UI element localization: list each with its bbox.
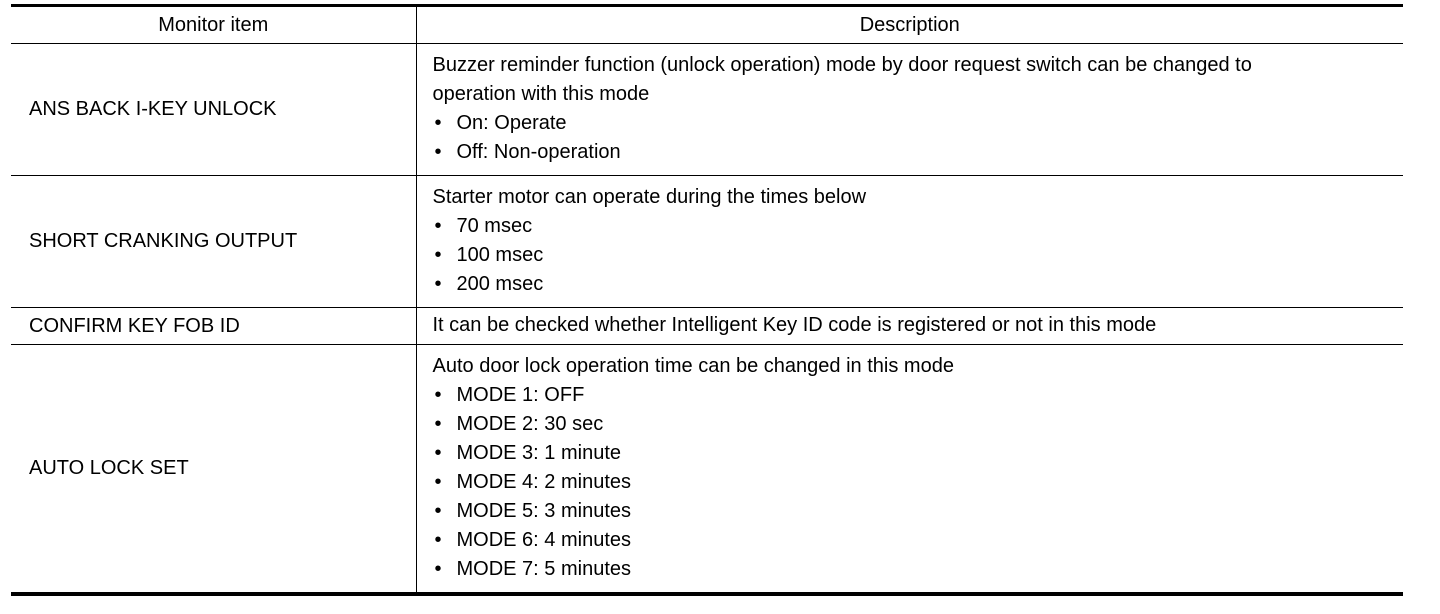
bullet-icon: • <box>434 215 442 237</box>
list-item: • MODE 2: 30 sec <box>433 410 1394 439</box>
bullet-icon: • <box>434 384 442 406</box>
list-item-text: MODE 7: 5 minutes <box>456 558 632 580</box>
description-text: It can be checked whether Intelligent Ke… <box>432 314 1157 336</box>
description-text: operation with this mode <box>432 83 650 105</box>
list-item: • MODE 3: 1 minute <box>433 439 1394 468</box>
list-item: • 70 msec <box>433 212 1394 241</box>
bullet-list: • 70 msec • 100 msec • 200 msec <box>433 212 1394 299</box>
list-item-text: On: Operate <box>456 112 567 134</box>
bullet-icon: • <box>434 141 442 163</box>
list-item-text: MODE 4: 2 minutes <box>456 471 632 493</box>
bullet-list: • MODE 1: OFF • MODE 2: 30 sec • MODE 3: 1 … <box>433 381 1394 584</box>
list-item-text: MODE 6: 4 minutes <box>456 529 632 551</box>
table-row: CONFIRM KEY FOB ID It can be checked whe… <box>11 307 1403 345</box>
description-text: Auto door lock operation time can be cha… <box>432 355 954 377</box>
list-item: • Off: Non-operation <box>433 138 1394 167</box>
list-item: • MODE 4: 2 minutes <box>433 468 1394 497</box>
bullet-icon: • <box>434 244 442 266</box>
table-row: SHORT CRANKING OUTPUT Starter motor can … <box>11 175 1403 308</box>
bullet-icon: • <box>434 500 442 522</box>
description-cell: Buzzer reminder function (unlock operati… <box>416 44 1403 176</box>
monitor-item-cell: SHORT CRANKING OUTPUT <box>11 175 417 308</box>
column-header-description: Description <box>859 13 960 36</box>
list-item: • On: Operate <box>433 109 1394 138</box>
bullet-icon: • <box>434 112 442 134</box>
bullet-list: • On: Operate • Off: Non-operation <box>433 109 1394 167</box>
list-item-text: Off: Non-operation <box>456 141 621 163</box>
description-cell: Auto door lock operation time can be cha… <box>416 345 1403 595</box>
table-row: ANS BACK I-KEY UNLOCK Buzzer reminder fu… <box>11 43 1403 176</box>
bullet-icon: • <box>434 471 442 493</box>
list-item-text: MODE 5: 3 minutes <box>456 500 632 522</box>
table-body: ANS BACK I-KEY UNLOCK Buzzer reminder fu… <box>11 43 1403 595</box>
list-item-text: MODE 3: 1 minute <box>456 442 622 464</box>
bullet-icon: • <box>434 413 442 435</box>
list-item: • 100 msec <box>433 241 1394 270</box>
list-item: • MODE 1: OFF <box>433 381 1394 410</box>
list-item: • 200 msec <box>433 270 1394 299</box>
column-header-monitor-item: Monitor item <box>11 5 417 44</box>
header-row: Monitor item Description <box>11 5 1403 44</box>
list-item-text: 70 msec <box>456 215 533 237</box>
description-text: Starter motor can operate during the tim… <box>432 186 867 208</box>
monitor-item-table-container: Monitor item Description ANS BACK I-KEY … <box>11 4 1403 596</box>
table-row: AUTO LOCK SET Auto door lock operation t… <box>11 344 1403 595</box>
bullet-icon: • <box>434 529 442 551</box>
list-item: • MODE 7: 5 minutes <box>433 555 1394 584</box>
monitor-item-table: Monitor item Description ANS BACK I-KEY … <box>11 4 1403 596</box>
list-item-text: 100 msec <box>456 244 544 266</box>
bullet-icon: • <box>434 273 442 295</box>
table-header: Monitor item Description <box>11 5 1403 44</box>
monitor-item-cell: AUTO LOCK SET <box>11 344 417 594</box>
bullet-icon: • <box>434 558 442 580</box>
monitor-item-cell: ANS BACK I-KEY UNLOCK <box>11 43 417 176</box>
bullet-icon: • <box>434 442 442 464</box>
description-cell: Starter motor can operate during the tim… <box>416 176 1403 308</box>
list-item-text: 200 msec <box>456 273 544 295</box>
description-cell: It can be checked whether Intelligent Ke… <box>416 308 1403 345</box>
description-text: Buzzer reminder function (unlock operati… <box>432 54 1252 76</box>
list-item-text: MODE 2: 30 sec <box>456 413 604 435</box>
list-item: • MODE 6: 4 minutes <box>433 526 1394 555</box>
list-item-text: MODE 1: OFF <box>456 384 585 406</box>
list-item: • MODE 5: 3 minutes <box>433 497 1394 526</box>
monitor-item-cell: CONFIRM KEY FOB ID <box>11 307 417 345</box>
